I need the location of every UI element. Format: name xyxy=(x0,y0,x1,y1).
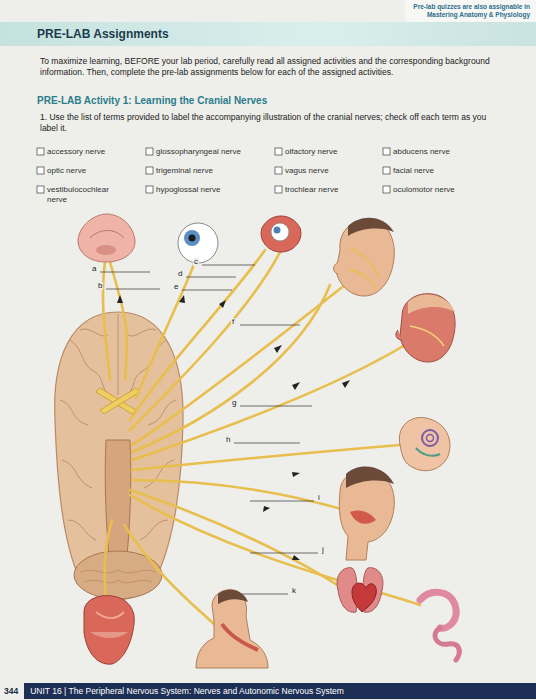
eye-muscle-icon xyxy=(261,216,301,252)
callout-letter: f xyxy=(231,318,235,326)
callout-letter: j xyxy=(321,546,325,554)
checkbox xyxy=(146,186,153,193)
checkbox xyxy=(383,186,390,193)
term-item: facial nerve xyxy=(393,166,493,176)
callout-letter: e xyxy=(173,283,179,291)
term-item: trigeminal nerve xyxy=(156,166,271,176)
callout-letter: i xyxy=(317,494,321,502)
answer-lines xyxy=(100,265,318,594)
callout-letter: a xyxy=(91,265,97,273)
term-item: oculomotor nerve xyxy=(393,185,493,195)
term-item: vagus nerve xyxy=(285,166,380,176)
nose-icon xyxy=(78,214,135,262)
activity-heading: PRE-LAB Activity 1: Learning the Cranial… xyxy=(37,95,437,106)
callout-letter: d xyxy=(177,270,183,278)
facial-muscle-head-icon xyxy=(396,294,455,362)
ear-icon xyxy=(399,417,450,470)
thoracic-organs-icon xyxy=(337,568,383,613)
page-footer: 344UNIT 16 | The Peripheral Nervous Syst… xyxy=(0,683,536,699)
checkbox xyxy=(383,148,390,155)
checkbox xyxy=(146,148,153,155)
neck-shoulder-icon xyxy=(196,590,268,668)
checkbox xyxy=(275,167,282,174)
term-item: vestibulocochlear nerve xyxy=(47,185,127,204)
term-item: optic nerve xyxy=(47,166,142,176)
nerve-fibers xyxy=(103,250,420,625)
term-item: olfactory nerve xyxy=(285,147,380,157)
face-icon xyxy=(334,218,395,296)
section-banner: PRE-LAB Assignments xyxy=(0,22,536,46)
instruction-text: 1. Use the list of terms provided to lab… xyxy=(40,112,500,134)
cerebellum-folia xyxy=(80,570,156,583)
checkbox xyxy=(275,186,282,193)
checkbox xyxy=(146,167,153,174)
callout-letter: c xyxy=(193,258,199,266)
brainstem xyxy=(105,440,131,565)
section-title: PRE-LAB Assignments xyxy=(37,27,536,41)
callout-letter: g xyxy=(231,399,237,407)
digestive-icon xyxy=(420,592,459,660)
term-item: trochlear nerve xyxy=(285,185,380,195)
checkbox xyxy=(37,167,44,174)
optic-chiasm xyxy=(96,388,140,414)
callout-letter: k xyxy=(291,587,297,595)
direction-arrows xyxy=(117,295,350,560)
term-item: glossopharyngeal nerve xyxy=(156,147,271,157)
callout-letter: b xyxy=(97,282,103,290)
intro-paragraph: To maximize learning, BEFORE your lab pe… xyxy=(40,56,510,78)
brain xyxy=(55,312,183,600)
term-item: hypoglossal nerve xyxy=(156,185,271,195)
page-number: 344 xyxy=(0,683,24,699)
eyeball-icon xyxy=(178,223,218,263)
throat-head-icon xyxy=(339,467,394,560)
term-item: accessory nerve xyxy=(47,147,142,157)
term-item: abducens nerve xyxy=(393,147,493,157)
checkbox xyxy=(275,148,282,155)
checkbox xyxy=(37,148,44,155)
header-tab: Pre-lab quizzes are also assignable in M… xyxy=(405,0,536,23)
header-note: Pre-lab quizzes are also assignable in M… xyxy=(411,3,530,19)
checkbox xyxy=(383,167,390,174)
callout-letter: h xyxy=(225,436,231,444)
checkbox xyxy=(37,186,44,193)
running-footer: UNIT 16 | The Peripheral Nervous System:… xyxy=(24,683,536,699)
tongue-icon xyxy=(84,596,134,665)
